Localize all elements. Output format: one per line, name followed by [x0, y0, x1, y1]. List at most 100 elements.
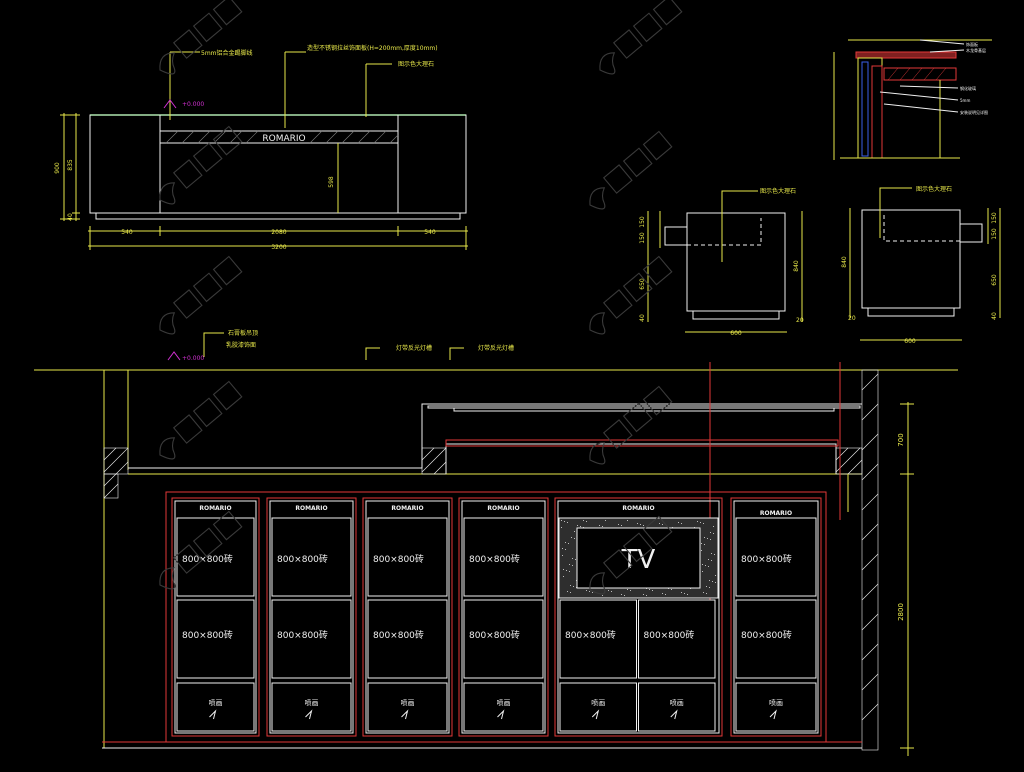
- light-slot: [445, 443, 837, 474]
- spray-symbol-icon: [591, 709, 600, 720]
- note-steel-panel: 造型不锈钢拉丝饰面板(H=200mm,厚度10mm): [307, 44, 438, 52]
- tile-panel: [638, 599, 716, 679]
- section-note-5mm: 5mm: [960, 98, 970, 103]
- tile-label: 800×800砖: [277, 553, 328, 565]
- section-counter-top: [883, 67, 957, 81]
- level-marker-icon: [163, 99, 177, 109]
- watermark-stamp-icon: [159, 125, 243, 205]
- wall-dim-ceiling: 700: [897, 433, 905, 446]
- spray-label: 喷画: [305, 698, 319, 707]
- panel-inner: [733, 500, 819, 734]
- section-leader: [899, 85, 959, 89]
- side-left-dim-small: 20: [796, 317, 804, 324]
- tile-label: 800×800砖: [373, 553, 424, 565]
- spray-panel: [176, 682, 255, 732]
- tile-label: 800×800砖: [644, 629, 695, 641]
- spray-symbol-icon: [401, 709, 409, 720]
- spray-symbol-icon: [670, 709, 678, 720]
- tile-panel: [463, 599, 544, 679]
- section-note-panel: 饰面板: [966, 41, 978, 47]
- side-right-dim-small: 20: [848, 315, 856, 322]
- tile-panel: [271, 599, 352, 679]
- desk-side-view-left: 图示色大理石 150 150 650 40 840 600 20: [639, 187, 804, 337]
- watermark-stamp-icon: [159, 510, 243, 590]
- spray-symbol-icon: [769, 709, 777, 720]
- panel-outer: [362, 497, 453, 737]
- tv-screen: [576, 527, 701, 589]
- panel-brand-label: ROMARIO: [199, 505, 231, 512]
- section-glass: [861, 61, 869, 157]
- tile-panel: [367, 599, 448, 679]
- panel-brand-label: ROMARIO: [622, 505, 654, 512]
- tile-label: 800×800砖: [373, 629, 424, 641]
- side-left-leader: [721, 190, 758, 262]
- tile-panel: [271, 517, 352, 597]
- wall-elevation: 石膏板吊顶 乳胶漆饰面 灯带反光灯槽 灯带反光灯槽 +0.000: [34, 329, 958, 756]
- side-left-hidden-line: [687, 218, 762, 246]
- side-right-overhang: [959, 223, 983, 243]
- tile-label: 800×800砖: [469, 629, 520, 641]
- tile-label: 800×800砖: [469, 553, 520, 565]
- tile-panel: [176, 599, 255, 679]
- wall-note-lightslot-2: 灯带反光灯槽: [478, 344, 514, 352]
- spray-panel: [271, 682, 352, 732]
- dim-overall-height: 900: [54, 162, 61, 174]
- side-left-dim-2: 150: [639, 232, 646, 244]
- side-right-hidden-line: [883, 214, 960, 242]
- tile-panel: [735, 517, 817, 597]
- watermark-stamp-icon: [589, 255, 673, 335]
- side-right-dim-4: 40: [991, 312, 998, 320]
- side-left-overhang: [664, 226, 688, 246]
- tile-panel: [735, 599, 817, 679]
- watermark-stamp-icon: [599, 0, 683, 75]
- dim-left-panel: 540: [121, 229, 133, 236]
- section-note-keel: 木龙骨基层: [966, 47, 986, 53]
- wall-leader: [449, 347, 464, 360]
- dim-body-height: 835: [67, 159, 74, 171]
- tile-panel: [367, 517, 448, 597]
- side-right-note: 图示色大理石: [916, 185, 952, 193]
- watermark-stamp-icon: [589, 515, 673, 595]
- spray-symbol-icon: [209, 709, 217, 720]
- tile-label: 800×800砖: [277, 629, 328, 641]
- panel-inner: [557, 500, 720, 734]
- side-left-dim-1: 150: [639, 216, 646, 228]
- dim-center-panel: 2080: [271, 229, 286, 236]
- side-right-dim-1: 150: [991, 212, 998, 224]
- desk-front-elevation: ROMARIO 5mm铝合金踢脚线 造型不锈钢拉丝饰面板(H=200mm,厚度1…: [54, 44, 468, 251]
- tile-label: 800×800砖: [182, 553, 233, 565]
- spray-panel: [735, 682, 817, 732]
- dim-right-panel: 540: [424, 229, 436, 236]
- section-leader: [879, 91, 959, 101]
- wall-leader: [365, 347, 380, 360]
- watermark-stamp-icon: [159, 255, 243, 335]
- ceiling-drop-profile: [128, 403, 862, 469]
- section-note-glass: 钢化玻璃: [960, 85, 976, 91]
- side-left-plinth: [692, 310, 780, 320]
- panel-inner: [461, 500, 546, 734]
- spray-label: 喷画: [209, 698, 223, 707]
- tile-label: 800×800砖: [565, 629, 616, 641]
- spray-label: 喷画: [769, 698, 783, 707]
- side-left-body: [686, 212, 786, 312]
- panel-outer: [458, 497, 549, 737]
- spray-label: 喷画: [497, 698, 511, 707]
- spray-symbol-icon: [497, 709, 505, 720]
- dim-total-width: 3200: [271, 244, 286, 251]
- section-wood-frame: [871, 65, 883, 159]
- panel-inner: [269, 500, 354, 734]
- side-right-dim-width: 600: [904, 338, 916, 345]
- panel-brand-label: ROMARIO: [295, 505, 327, 512]
- wall-dim-height: 2800: [897, 603, 905, 621]
- side-right-dim-left-text: 840: [841, 256, 848, 268]
- panel-outer: [171, 497, 260, 737]
- panel-brand-label: ROMARIO: [391, 505, 423, 512]
- section-leader: [929, 49, 965, 53]
- side-left-dim-right: 840: [793, 260, 800, 272]
- side-right-dim-3: 650: [991, 274, 998, 286]
